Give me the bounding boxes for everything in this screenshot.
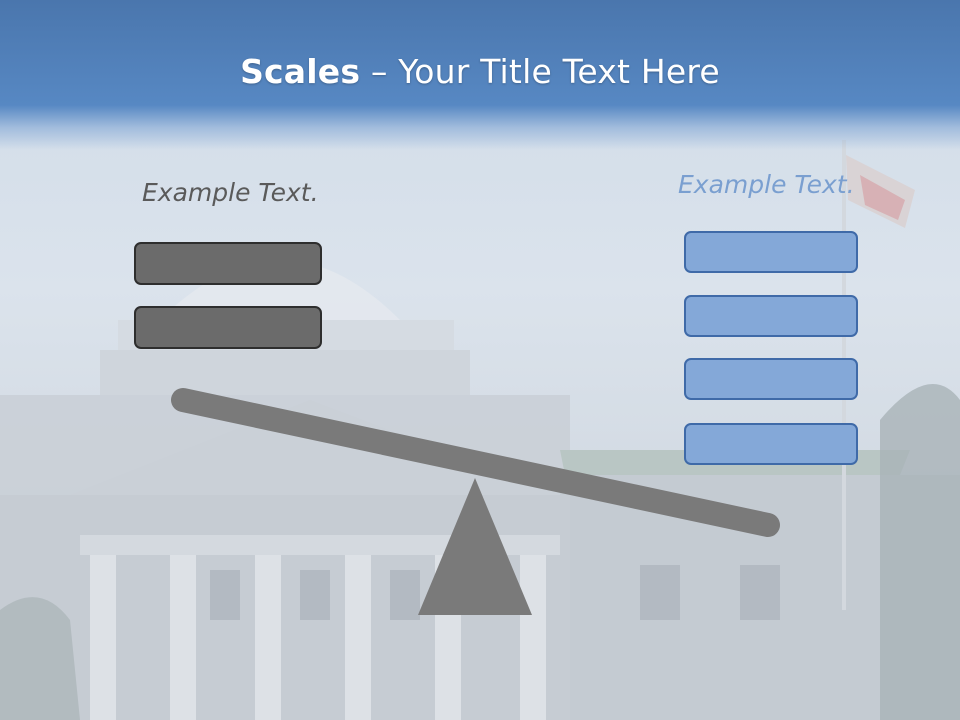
left-example-text[interactable]: Example Text. (142, 178, 319, 207)
slide-title[interactable]: Scales – Your Title Text Here (0, 52, 960, 91)
title-bar (0, 0, 960, 150)
left-weight-box-1[interactable] (134, 242, 322, 285)
right-weight-box-4[interactable] (684, 423, 858, 465)
right-weight-box-1[interactable] (684, 231, 858, 273)
title-rest-part: – Your Title Text Here (360, 52, 720, 91)
right-weight-box-3[interactable] (684, 358, 858, 400)
right-example-text[interactable]: Example Text. (678, 170, 855, 199)
left-weight-box-2[interactable] (134, 306, 322, 349)
scale-beam (171, 388, 780, 537)
fulcrum-triangle (418, 478, 532, 615)
right-weight-box-2[interactable] (684, 295, 858, 337)
title-bold-part: Scales (240, 52, 361, 91)
